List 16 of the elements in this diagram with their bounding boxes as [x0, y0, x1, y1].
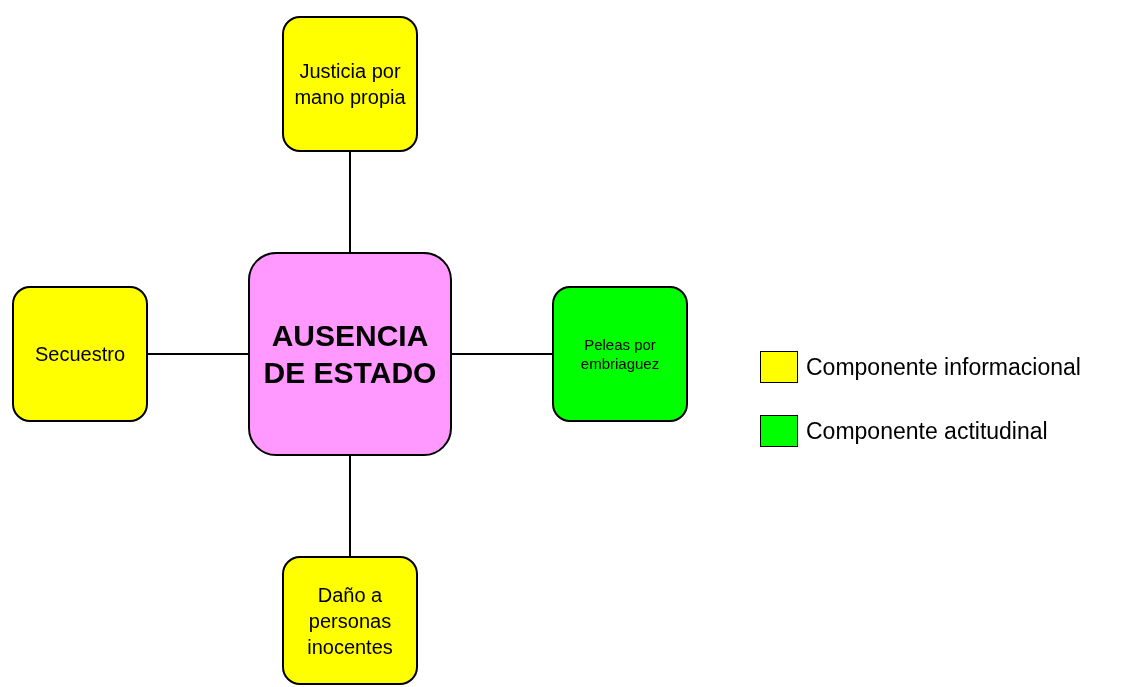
node-label: AUSENCIA DE ESTADO — [262, 317, 438, 391]
node-label: Secuestro — [34, 342, 126, 367]
legend-label: Componente informacional — [806, 353, 1081, 381]
rounded-box — [248, 252, 452, 456]
connector-line — [451, 353, 553, 355]
connector-line — [349, 151, 351, 253]
rounded-box — [282, 556, 418, 685]
connector-line — [349, 455, 351, 557]
node-label: Daño a personas inocentes — [306, 582, 394, 660]
legend-label: Componente actitudinal — [806, 417, 1048, 445]
rounded-box — [12, 286, 148, 422]
node-label: Justicia por mano propia — [293, 59, 407, 110]
connector-line — [147, 353, 249, 355]
rounded-box — [282, 16, 418, 152]
node-label: Peleas por embriaguez — [579, 334, 661, 374]
rounded-box — [552, 286, 688, 422]
